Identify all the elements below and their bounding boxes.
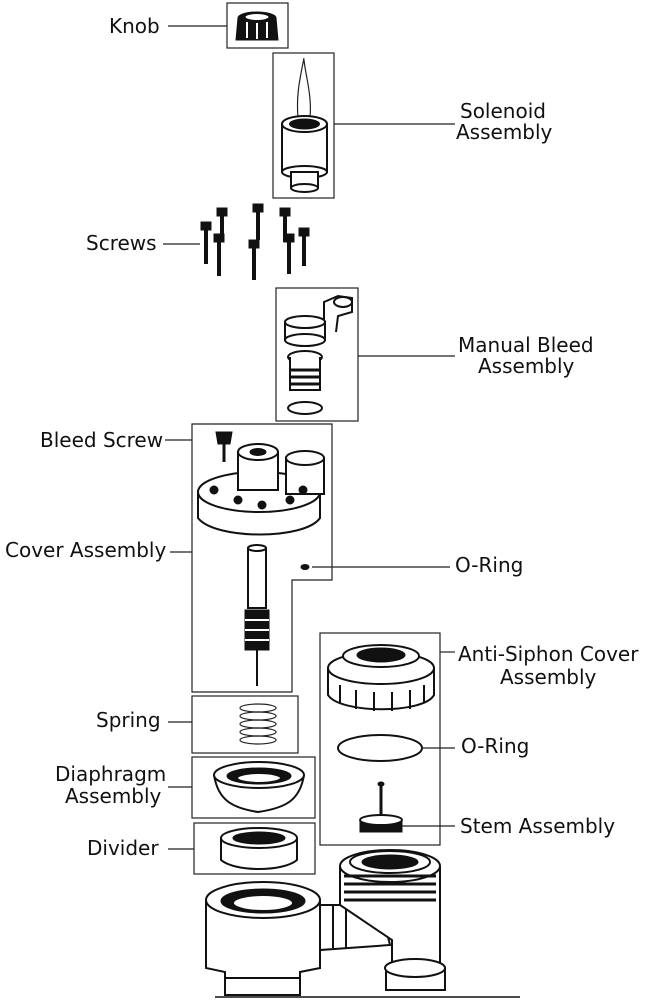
manual-bleed-part (275, 287, 359, 422)
stem-assembly-label: Stem Assembly (460, 814, 615, 838)
screws-part (200, 203, 310, 280)
anti-siphon-label-line1: Anti-Siphon Cover (458, 642, 639, 666)
stem-part (359, 781, 403, 833)
anti-siphon-label-line2: Assembly (500, 665, 597, 689)
o-ring-lower-part (337, 734, 423, 762)
divider-label: Divider (87, 836, 159, 860)
diaphragm-part (191, 756, 316, 819)
solenoid-label-line2: Assembly (456, 120, 553, 144)
valve-body-part (205, 849, 520, 998)
bleed-screw-label: Bleed Screw (40, 428, 163, 452)
spring-label: Spring (96, 708, 161, 732)
screws-label: Screws (86, 231, 157, 255)
o-ring-lower-label: O-Ring (461, 734, 529, 758)
solenoid-part (272, 52, 335, 199)
knob-label: Knob (109, 14, 160, 38)
cover-part (197, 431, 325, 686)
diaphragm-label-line2: Assembly (65, 784, 162, 808)
cover-assembly-label: Cover Assembly (5, 538, 166, 562)
diaphragm-label-line1: Diaphragm (55, 762, 166, 786)
solenoid-label-line1: Solenoid (460, 99, 546, 123)
divider-part (193, 822, 316, 875)
o-ring-upper-label: O-Ring (455, 553, 523, 577)
anti-siphon-outline (319, 632, 441, 846)
knob-part (226, 2, 289, 49)
manual-bleed-label-line2: Assembly (478, 354, 575, 378)
manual-bleed-label-line1: Manual Bleed (458, 333, 594, 357)
spring-part (191, 695, 299, 754)
anti-siphon-cover-part (327, 644, 435, 711)
cover-assembly-outline (191, 423, 333, 693)
